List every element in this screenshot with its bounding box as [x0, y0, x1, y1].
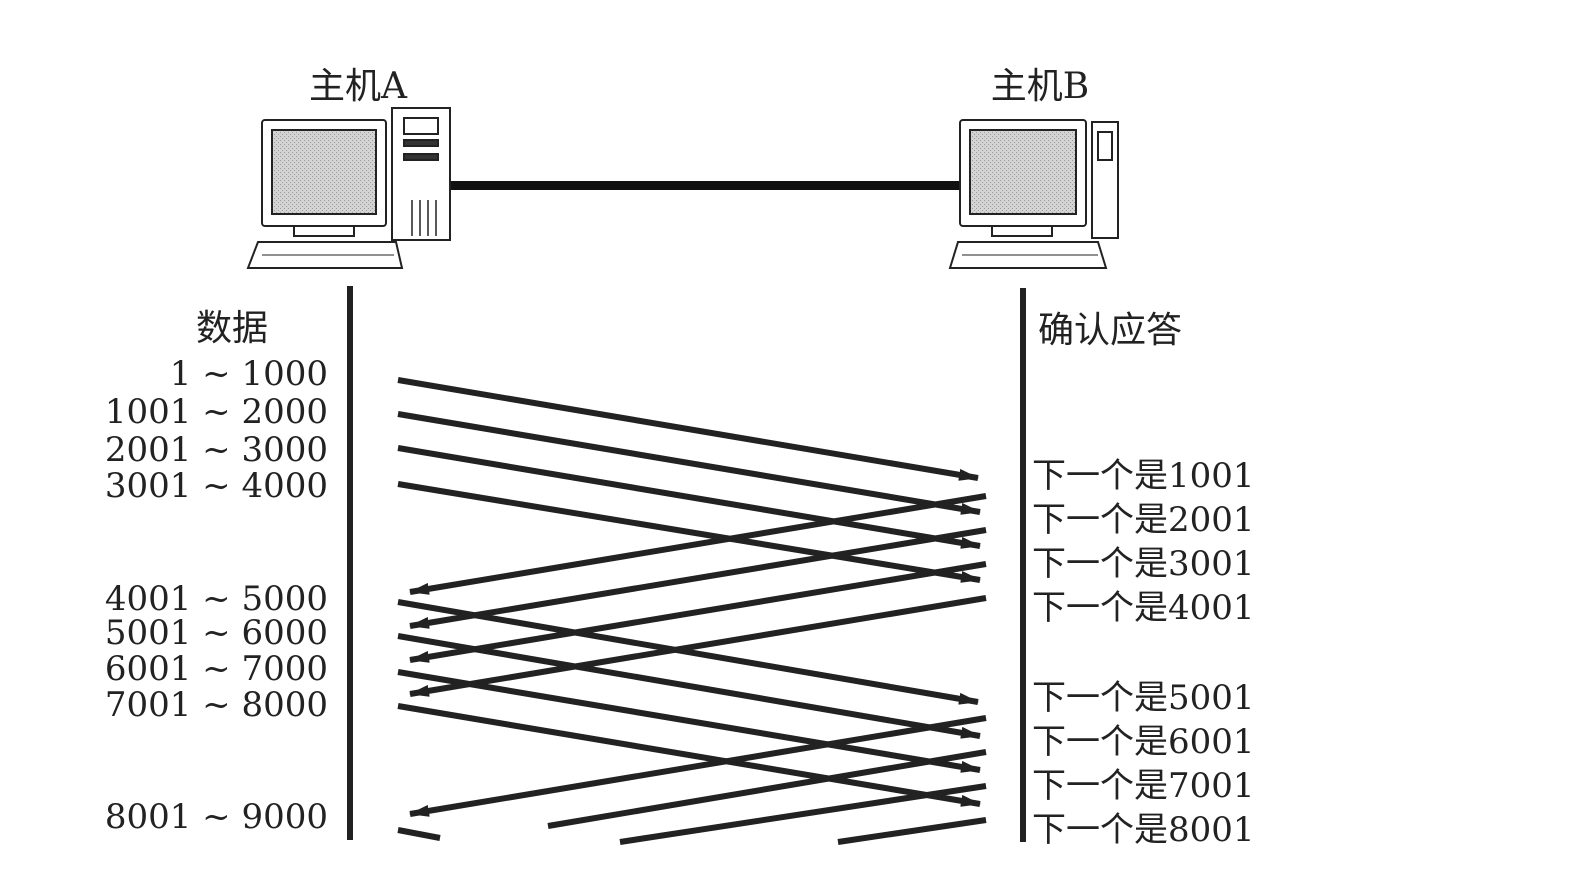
ack-label: 下一个是4001 — [1032, 588, 1255, 628]
segment-label: 1 ~ 1000 — [170, 354, 328, 394]
data-arrow — [397, 377, 979, 481]
data-column-header: 数据 — [196, 308, 268, 349]
data-arrow — [397, 411, 981, 515]
data-arrow — [397, 633, 981, 739]
ack-label: 下一个是7001 — [1032, 766, 1255, 806]
ack-labels: 下一个是1001 下一个是2001 下一个是3001 下一个是4001 下一个是… — [1032, 456, 1255, 850]
ack-arrow — [409, 493, 987, 595]
ack-arrow — [409, 561, 987, 663]
segment-label: 4001 ~ 5000 — [105, 579, 328, 619]
data-arrow — [397, 827, 441, 841]
segment-label: 7001 ~ 8000 — [105, 685, 328, 725]
host-a-computer-icon — [246, 107, 451, 269]
ack-column-header: 确认应答 — [1038, 310, 1182, 351]
segment-label: 6001 ~ 7000 — [105, 649, 328, 689]
data-arrow — [397, 445, 981, 549]
ack-label: 下一个是8001 — [1032, 810, 1255, 850]
ack-label: 下一个是6001 — [1032, 722, 1255, 762]
ack-arrow — [409, 595, 987, 697]
ack-arrow — [619, 783, 987, 845]
segment-label: 2001 ~ 3000 — [105, 430, 328, 470]
segment-label: 3001 ~ 4000 — [105, 466, 328, 506]
data-segment-labels: 1 ~ 1000 1001 ~ 2000 2001 ~ 3000 3001 ~ … — [105, 354, 328, 837]
host-b-computer-icon — [948, 119, 1119, 269]
host-a-label: 主机A — [309, 66, 408, 107]
data-arrow — [397, 669, 981, 773]
segment-label: 8001 ~ 9000 — [105, 797, 328, 837]
segment-label: 1001 ~ 2000 — [105, 392, 328, 432]
ack-label: 下一个是2001 — [1032, 500, 1255, 540]
ack-arrow — [547, 749, 987, 829]
ack-label: 下一个是1001 — [1032, 456, 1255, 496]
ack-arrows — [409, 493, 987, 845]
network-link — [448, 181, 964, 190]
host-b-label: 主机B — [991, 66, 1089, 107]
ack-arrow — [409, 527, 987, 629]
ack-arrow — [837, 817, 987, 845]
ack-label: 下一个是5001 — [1032, 678, 1255, 718]
data-arrow — [397, 481, 981, 583]
segment-label: 5001 ~ 6000 — [105, 613, 328, 653]
data-arrow — [397, 599, 979, 705]
ack-arrow — [409, 715, 987, 817]
ack-label: 下一个是3001 — [1032, 544, 1255, 584]
data-arrow — [397, 703, 981, 807]
data-arrows — [397, 377, 981, 841]
